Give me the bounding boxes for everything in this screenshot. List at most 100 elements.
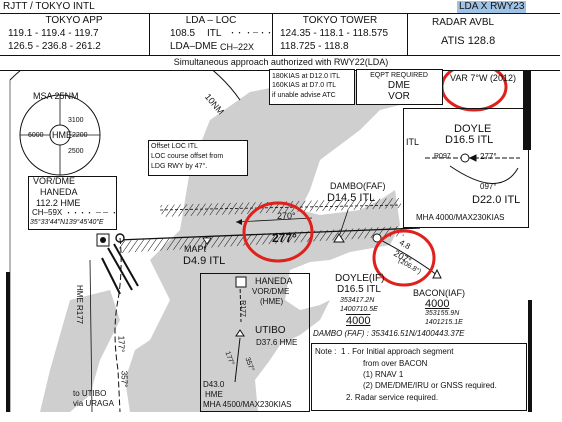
vor-freq: 112.2 HME: [36, 198, 81, 208]
runway-strips: [101, 243, 139, 295]
doyle-box-dist: D16.5 ITL: [445, 134, 494, 146]
dambo-faf-symbol: [333, 233, 345, 243]
inset-name: HANEDA: [255, 276, 293, 286]
tokyo-app-line1: 119.1 - 119.4 - 119.7: [8, 28, 99, 39]
comms-divider-3: [407, 13, 408, 56]
doyle-box-name: DOYLE: [454, 123, 492, 135]
hme-r177-label: HME R177: [75, 285, 84, 325]
vor-name: HANEDA: [40, 187, 78, 197]
offset-note-box: [148, 140, 248, 176]
inset-d43-hme: HME: [205, 390, 223, 399]
bacon-alt: 4000: [425, 298, 450, 310]
comms-divider-2: [272, 13, 273, 56]
mapt-name: MAPt: [184, 244, 207, 254]
msa-label: MSA 25NM: [33, 91, 79, 101]
right-marker-bar: [523, 70, 531, 150]
doyle-if-alt: 4000: [346, 315, 371, 327]
msa-center: HME: [52, 130, 72, 140]
eqpt-dme: DME: [387, 80, 411, 91]
eqpt-title: EQPT REQUIRED: [370, 72, 428, 79]
lda-dme-channel: CH–22X: [220, 42, 255, 52]
lda-loc-ident: ITL: [207, 28, 222, 39]
magnetic-variation: VAR 7°W (2012): [450, 73, 516, 83]
comms-divider-1: [149, 13, 150, 56]
utibo-inset-box: [200, 273, 310, 412]
eqpt-vor: VOR: [388, 91, 410, 102]
right-marker-bar-2: [528, 300, 532, 412]
to-utibo-1: to UTIBO: [73, 389, 107, 398]
note-line-1: 1 . For Initial approach segment: [341, 347, 454, 356]
course-270: 270°: [277, 211, 296, 221]
doyle-box-mha: MHA 4000/MAX230KIAS: [416, 213, 505, 222]
vor-info-box: [28, 176, 117, 230]
hme-r177-line: [89, 259, 93, 413]
mapt-symbol: [202, 237, 212, 245]
doyle-box-r097: R097: [434, 153, 451, 160]
airport-title: RJTT / TOKYO INTL: [3, 1, 95, 12]
radar-avbl: RADAR AVBL: [432, 17, 495, 28]
note-heading: Note :: [315, 347, 337, 356]
doyle-box-itl: ITL: [406, 137, 420, 147]
lower-hatched-band: [118, 226, 404, 253]
bacon-iaf-symbol: [432, 268, 442, 279]
dambo-coords-line: DAMBO (FAF) : 353416.51N/1400443.37E: [313, 329, 465, 338]
lda-loc-morse: ・・ ・－・・: [229, 30, 273, 37]
lda-loc-freq: 108.5: [170, 28, 196, 39]
radial-177: 177°: [116, 335, 126, 353]
comms-panel: [0, 13, 560, 57]
speed-restriction-box: [269, 69, 355, 105]
haneda-vor-symbol: [96, 233, 110, 247]
bacon-coord-2: 1401215.1E: [425, 319, 463, 326]
tokyo-app-line2: 126.5 - 236.8 - 261.2: [8, 41, 101, 52]
mapt-dist: D4.9 ITL: [183, 255, 226, 267]
speed-line-3: if unable advise ATC: [272, 92, 336, 99]
arrow-270: [235, 217, 313, 223]
note-line-3: (1) RNAV 1: [363, 370, 404, 379]
missed-approach-path: [114, 237, 122, 413]
inset-route: [234, 276, 247, 383]
offset-line-2: LOC course offset from: [151, 153, 224, 160]
vor-channel: CH–59X: [32, 208, 63, 217]
doyle-if-coord-1: 353417.2N: [340, 297, 375, 304]
vor-morse: ・・・・ －－ ・: [65, 210, 118, 217]
bacon-coord-1: 353155.9N: [425, 310, 460, 317]
note-line-5: 2. Radar service required.: [346, 393, 439, 402]
to-utibo-2: via URAGA: [73, 399, 114, 408]
msa-sector-e: 2200: [72, 132, 88, 139]
msa-diagram: [19, 94, 101, 176]
doyle-if-dist: D16.5 ITL: [337, 284, 381, 295]
simultaneous-banner: Simultaneous approach authorized with RW…: [173, 57, 389, 67]
msa-inner-circle: [49, 124, 71, 146]
dambo-dist: D14.5 ITL: [327, 192, 376, 204]
dambo-name: DAMBO(FAF): [330, 181, 386, 191]
speed-line-1: 180KIAS at D12.0 ITL: [272, 73, 341, 80]
inset-mha: MHA 4500/MAX230KIAS: [203, 400, 292, 409]
doyle-if-name: DOYLE(IF): [335, 273, 385, 284]
vor-title: VOR/DME: [33, 176, 76, 186]
doyle-box-097: 097°: [480, 182, 497, 191]
annotation-circle-207: [372, 229, 436, 287]
bacon-name: BACON(IAF): [413, 288, 466, 298]
atis-freq: ATIS 128.8: [441, 35, 496, 47]
speed-line-2: 160KIAS at D7.0 ITL: [272, 82, 337, 89]
note-line-2: from over BACON: [363, 359, 428, 368]
inset-r177: R177: [238, 300, 246, 317]
tokyo-app-name: TOKYO APP: [45, 15, 103, 26]
inset-utibo-name: UTIBO: [255, 325, 286, 336]
tokyo-tower-name: TOKYO TOWER: [302, 15, 378, 26]
radial-357: 357°: [119, 370, 129, 388]
doyle-box-d22: D22.0 ITL: [472, 194, 521, 206]
vor-coords: 35°33'44"N139°45'40"E: [30, 219, 104, 226]
offset-line-1: Offset LOC ITL: [151, 143, 198, 150]
lda-loc-name: LDA – LOC: [185, 15, 237, 26]
inset-type: VOR/DME: [252, 287, 290, 296]
annotation-circle-277: [242, 201, 314, 263]
course-277: 277°: [272, 231, 297, 245]
doyle-if-coord-2: 1400710.5E: [340, 306, 378, 313]
inset-d43: D43.0: [203, 380, 225, 389]
doyle-box-277: 277°: [480, 152, 497, 161]
msa-sector-n: 3100: [68, 117, 84, 124]
msa-sector-se: 2500: [68, 148, 84, 155]
doyle-if-symbol: [372, 233, 382, 243]
doyle-box-route: [425, 153, 520, 184]
